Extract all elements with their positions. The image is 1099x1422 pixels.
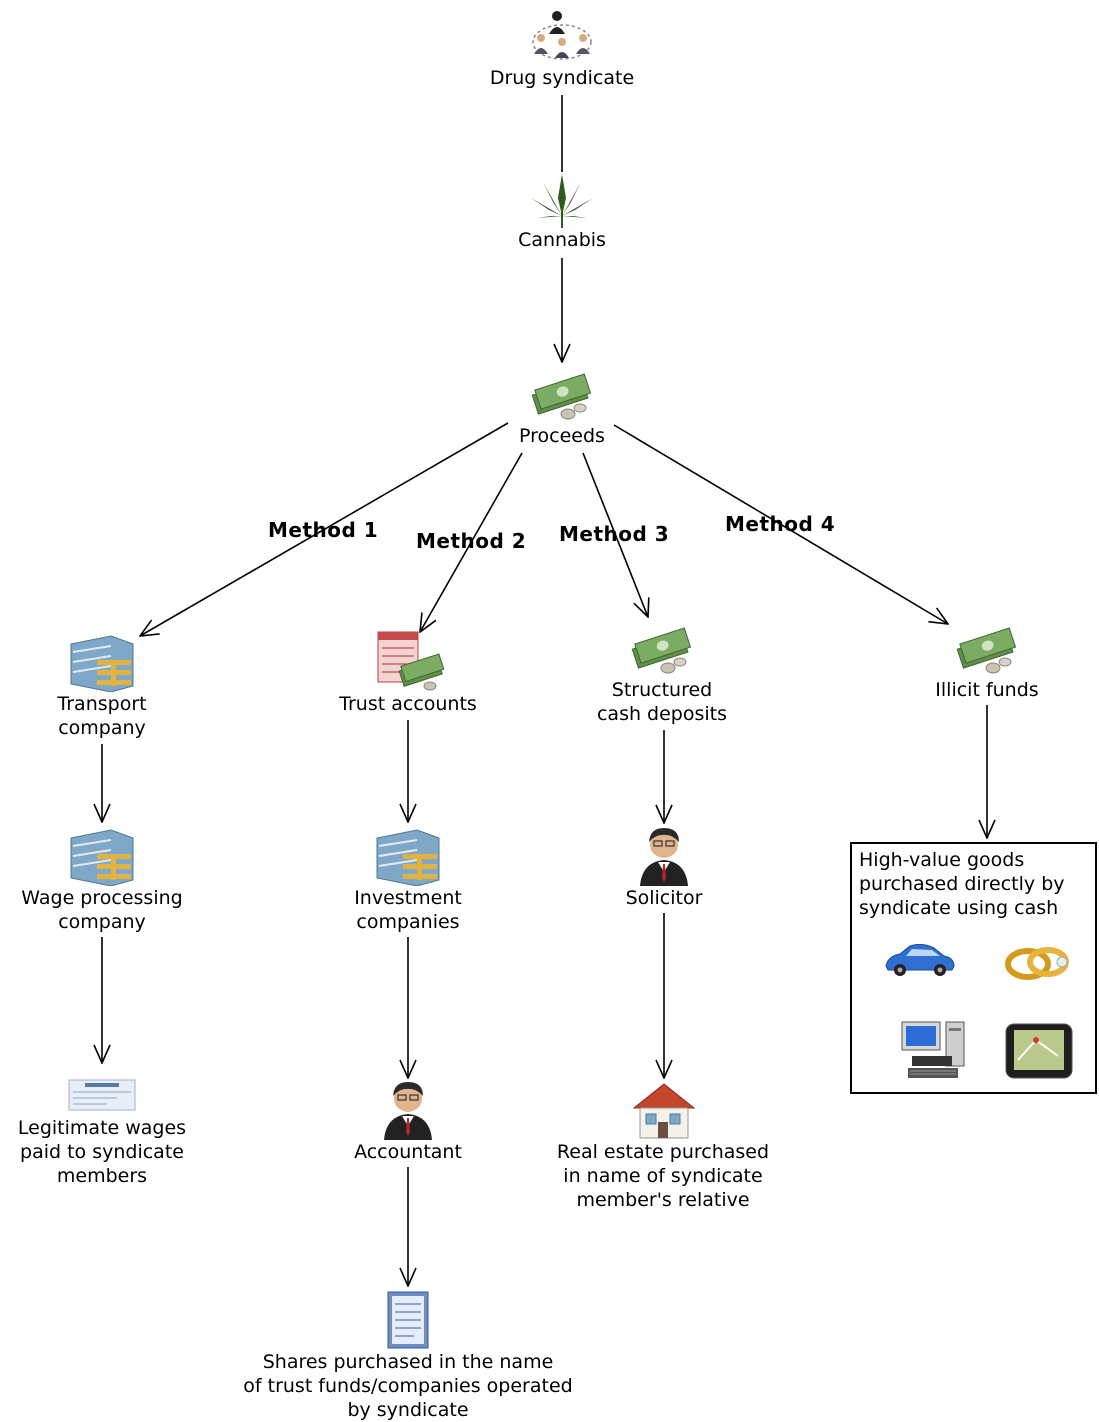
edge-method-4	[613, 424, 948, 624]
node-cannabis: Cannabis	[462, 172, 662, 252]
node-label: paid to syndicate	[20, 1141, 184, 1163]
businessman-icon	[384, 1082, 432, 1140]
cannabis-leaf-icon	[531, 174, 593, 228]
node-label: Legitimate wages	[17, 1117, 187, 1139]
businessman-icon	[640, 828, 688, 886]
node-label: Real estate purchased	[556, 1141, 770, 1163]
node-label: companies	[356, 911, 460, 933]
rings-icon	[1005, 947, 1069, 980]
node-shares: Shares purchased in the name of trust fu…	[208, 1290, 608, 1422]
node-label: by syndicate	[347, 1399, 469, 1421]
document-icon	[387, 1291, 429, 1349]
node-label: Shares purchased in the name	[262, 1351, 554, 1373]
people-network-icon	[532, 11, 592, 60]
node-structured-cash-deposits: Structured cash deposits	[562, 626, 762, 726]
method-4-label: Method 4	[725, 512, 836, 536]
node-label: Drug syndicate	[489, 67, 635, 89]
money-stack-icon	[956, 627, 1017, 674]
gps-device-icon	[1005, 1023, 1073, 1079]
node-drug-syndicate: Drug syndicate	[462, 8, 662, 90]
office-building-icon	[376, 829, 440, 886]
node-label: Proceeds	[519, 425, 605, 447]
node-label: High-value goods	[859, 849, 1025, 871]
node-legitimate-wages: Legitimate wages paid to syndicate membe…	[2, 1076, 202, 1188]
node-label: Cannabis	[518, 229, 606, 251]
node-label: company	[58, 911, 146, 933]
node-label: Trust accounts	[339, 693, 477, 715]
house-icon	[632, 1083, 696, 1139]
node-label: Structured	[611, 679, 713, 701]
edge-method-2	[420, 452, 523, 632]
node-label: syndicate using cash	[859, 897, 1059, 919]
method-1-label: Method 1	[268, 518, 379, 542]
node-label: Accountant	[354, 1141, 462, 1163]
computer-icon	[901, 1021, 965, 1078]
node-label: Transport	[57, 693, 147, 715]
node-label: of trust funds/companies operated	[243, 1375, 573, 1397]
node-label: purchased directly by	[859, 873, 1065, 895]
cheque-icon	[68, 1079, 136, 1111]
node-illicit-funds: Illicit funds	[887, 626, 1087, 702]
node-label: company	[58, 717, 146, 739]
node-solicitor: Solicitor	[564, 826, 764, 910]
ledger-money-icon	[377, 631, 444, 691]
high-value-goods-title: High-value goods purchased directly by s…	[859, 848, 1095, 920]
node-label: Illicit funds	[935, 679, 1039, 701]
node-label: in name of syndicate	[563, 1165, 763, 1187]
edge-method-1	[140, 422, 509, 636]
money-stack-icon	[531, 373, 592, 420]
node-accountant: Accountant	[308, 1080, 508, 1164]
node-investment-companies: Investment companies	[308, 828, 508, 934]
node-transport-company: Transport company	[2, 634, 202, 740]
method-3-label: Method 3	[559, 522, 670, 546]
edge-method-3	[582, 452, 648, 617]
node-label: members	[56, 1165, 148, 1187]
method-2-label: Method 2	[416, 529, 527, 553]
node-label: cash deposits	[596, 703, 728, 725]
node-trust-accounts: Trust accounts	[308, 630, 508, 716]
node-wage-processing-company: Wage processing company	[2, 828, 202, 934]
node-label: member's relative	[576, 1189, 750, 1211]
office-building-icon	[70, 829, 134, 886]
node-real-estate: Real estate purchased in name of syndica…	[513, 1080, 813, 1212]
node-proceeds: Proceeds	[462, 372, 662, 448]
node-label: Investment	[354, 887, 462, 909]
node-label: Solicitor	[625, 887, 703, 909]
node-label: Wage processing	[21, 887, 183, 909]
car-icon	[885, 943, 955, 976]
office-building-icon	[70, 635, 134, 692]
money-stack-icon	[631, 627, 692, 674]
high-value-goods-box: High-value goods purchased directly by s…	[850, 842, 1097, 1094]
